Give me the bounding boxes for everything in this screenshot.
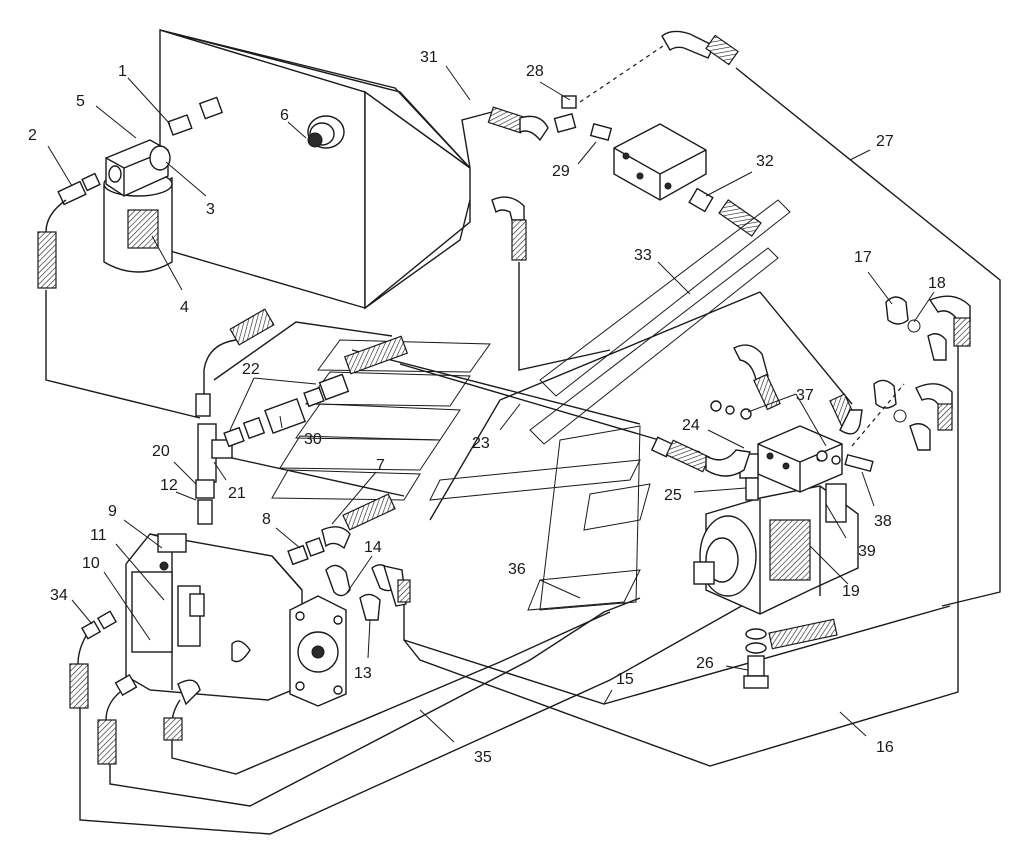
bolts-37-38	[710, 400, 874, 473]
callout-27: 27	[876, 133, 894, 150]
callout-7: 7	[376, 457, 385, 474]
fitting-8	[287, 493, 396, 566]
callout-25: 25	[664, 487, 682, 504]
callout-23: 23	[472, 435, 490, 452]
callout-21: 21	[228, 485, 246, 502]
hose-24	[650, 436, 751, 477]
leader-lines	[47, 65, 935, 743]
elbow-right-lower	[851, 379, 953, 451]
hydraulic-pump-left	[125, 533, 347, 707]
filter-fitting-left	[57, 172, 101, 206]
return-filter	[103, 139, 173, 273]
tee-fitting-assembly	[195, 308, 275, 525]
bolt-26	[743, 618, 838, 689]
filter-fitting-top	[167, 96, 224, 136]
hose-30	[223, 335, 409, 448]
callout-4: 4	[180, 299, 189, 316]
callout-39: 39	[858, 543, 876, 560]
hose-37	[733, 344, 863, 435]
hose-34	[69, 610, 611, 775]
callout-8: 8	[262, 511, 271, 528]
callout-9: 9	[108, 503, 117, 520]
callout-29: 29	[552, 163, 570, 180]
callout-6: 6	[280, 107, 289, 124]
callout-11: 11	[90, 527, 107, 544]
callout-1: 1	[118, 63, 127, 80]
callout-15: 15	[616, 671, 634, 688]
callout-3: 3	[206, 201, 215, 218]
callout-labels: 1 2 3 4 5 6 7 8 9 10 11 12 13 14 15 16 1…	[28, 49, 946, 766]
filter-return-hose	[37, 199, 201, 419]
callout-16: 16	[876, 739, 894, 756]
elbow-17-18	[885, 295, 971, 361]
callout-14: 14	[364, 539, 382, 556]
callout-37: 37	[796, 387, 814, 404]
callout-32: 32	[756, 153, 774, 170]
pipe-lines	[79, 30, 1001, 835]
callout-5: 5	[76, 93, 85, 110]
callout-33: 33	[634, 247, 652, 264]
callout-12: 12	[160, 477, 178, 494]
callout-34: 34	[50, 587, 68, 604]
callout-10: 10	[82, 555, 100, 572]
hydraulic-motor-right	[693, 425, 859, 615]
callout-26: 26	[696, 655, 714, 672]
clamp-13	[359, 565, 411, 621]
callout-35: 35	[474, 749, 492, 766]
callout-24: 24	[682, 417, 700, 434]
tank-filler-cap	[307, 115, 345, 149]
callout-31: 31	[420, 49, 438, 66]
callout-17: 17	[854, 249, 872, 266]
callout-2: 2	[28, 127, 37, 144]
callout-20: 20	[152, 443, 170, 460]
callout-13: 13	[354, 665, 372, 682]
callout-36: 36	[508, 561, 526, 578]
hydraulic-tank	[159, 29, 471, 310]
callout-22: 22	[242, 361, 260, 378]
callout-30: 30	[304, 431, 322, 448]
callout-38: 38	[874, 513, 892, 530]
callout-19: 19	[842, 583, 860, 600]
callout-18: 18	[928, 275, 946, 292]
callout-28: 28	[526, 63, 544, 80]
